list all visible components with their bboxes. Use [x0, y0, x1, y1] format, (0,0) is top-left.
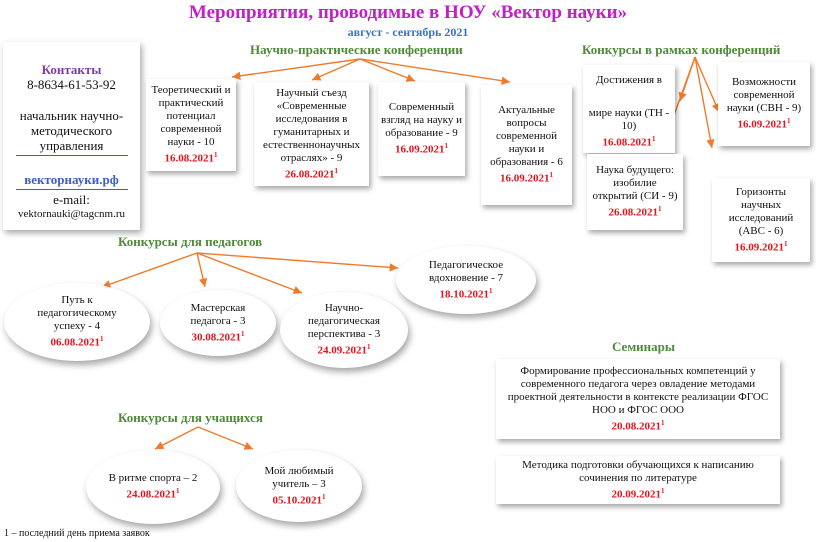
seminar-card: Методика подготовки обучающихся к написа…	[496, 456, 780, 504]
student-contest: Мой любимый учитель – 3 05.10.20211	[236, 450, 362, 522]
conference-card: Современный взгляд на науку и образовани…	[378, 82, 465, 176]
teacher-contest: Научно-педагогическая перспектива - 3 24…	[280, 292, 408, 368]
deadline-date: 16.08.20211	[602, 135, 656, 149]
divider	[15, 189, 128, 190]
section-conferences: Научно-практические конференции	[250, 42, 463, 57]
arrow	[196, 252, 399, 272]
contest-card: Горизонты научных исследований (АВС - 6)…	[712, 178, 810, 262]
deadline-date: 26.08.20211	[608, 205, 662, 219]
deadline-date: 16.09.20211	[737, 117, 791, 131]
page-subtitle: август - сентябрь 2021	[347, 25, 469, 39]
arrow	[311, 58, 361, 81]
deadline-date: 16.09.20211	[734, 239, 788, 254]
divider	[15, 155, 128, 156]
page-title: Мероприятия, проводимые в НОУ «Вектор на…	[188, 2, 628, 23]
arrow	[197, 426, 254, 450]
deadline-date: 20.08.20211	[611, 418, 665, 433]
contest-card: Достижения в мире науки (ТН - 10) 16.08.…	[583, 65, 675, 153]
arrow	[196, 252, 208, 288]
deadline-date: 18.10.20211	[439, 286, 493, 301]
section-seminars: Семинары	[612, 339, 676, 354]
conference-card: Актуальные вопросы современной науки и о…	[481, 85, 572, 205]
deadline-date: 24.09.20211	[317, 343, 371, 357]
student-contest: В ритме спорта – 2 24.08.20211	[86, 450, 220, 524]
contacts-phone: 8-8634-61-53-92	[27, 77, 116, 92]
deadline-date: 16.09.20211	[500, 171, 553, 185]
contest-card: Возможности современной науки (СВН - 9) …	[718, 62, 810, 146]
section-contests-conf: Конкурсы в рамках конференций	[582, 42, 781, 57]
arrow	[196, 252, 303, 294]
teacher-contest: Мастерская педагога - 3 30.08.20211	[160, 290, 276, 356]
arrow	[694, 56, 715, 149]
deadline-date: 30.08.20211	[191, 329, 245, 344]
arrow	[359, 58, 511, 85]
teacher-contest: Путь к педагогическому успеху - 4 06.08.…	[4, 283, 150, 361]
deadline-date: 16.08.20211	[164, 151, 218, 165]
arrow	[359, 58, 416, 82]
footnote: 1 – последний день приема заявок	[4, 528, 150, 539]
arrow	[231, 58, 361, 80]
deadline-date: 24.08.20211	[126, 487, 180, 501]
arrow	[694, 56, 720, 113]
contacts-email-label: e-mail:	[53, 192, 90, 207]
conference-card: Теоретический и практический потенциал с…	[146, 79, 236, 171]
deadline-date: 20.09.20211	[611, 486, 665, 501]
conference-card: Научный съезд «Современные исследования …	[254, 82, 369, 186]
section-students: Конкурсы для учащихся	[118, 410, 263, 425]
deadline-date: 06.08.20211	[50, 335, 104, 349]
contacts-panel: Контакты 8-8634-61-53-92 начальник научн…	[3, 42, 140, 230]
arrow	[154, 426, 199, 450]
deadline-date: 05.10.20211	[272, 492, 326, 507]
arrow	[101, 252, 198, 289]
teacher-contest: Педагогическое вдохновение - 7 18.10.202…	[396, 246, 536, 314]
deadline-date: 16.09.20211	[395, 142, 448, 156]
deadline-date: 26.08.20211	[285, 166, 338, 181]
contacts-position: начальник научно-методического управлени…	[19, 108, 124, 153]
contacts-heading: Контакты	[41, 62, 102, 77]
contacts-email-link[interactable]: vektornauki@tagcnm.ru	[18, 208, 125, 220]
contacts-site-link[interactable]: векторнауки.рф	[24, 172, 119, 187]
section-teachers: Конкурсы для педагогов	[118, 234, 263, 249]
seminar-card: Формирование профессиональных компетенци…	[496, 359, 780, 439]
contest-card: Наука будущего: изобилие открытий (СИ - …	[587, 154, 683, 230]
